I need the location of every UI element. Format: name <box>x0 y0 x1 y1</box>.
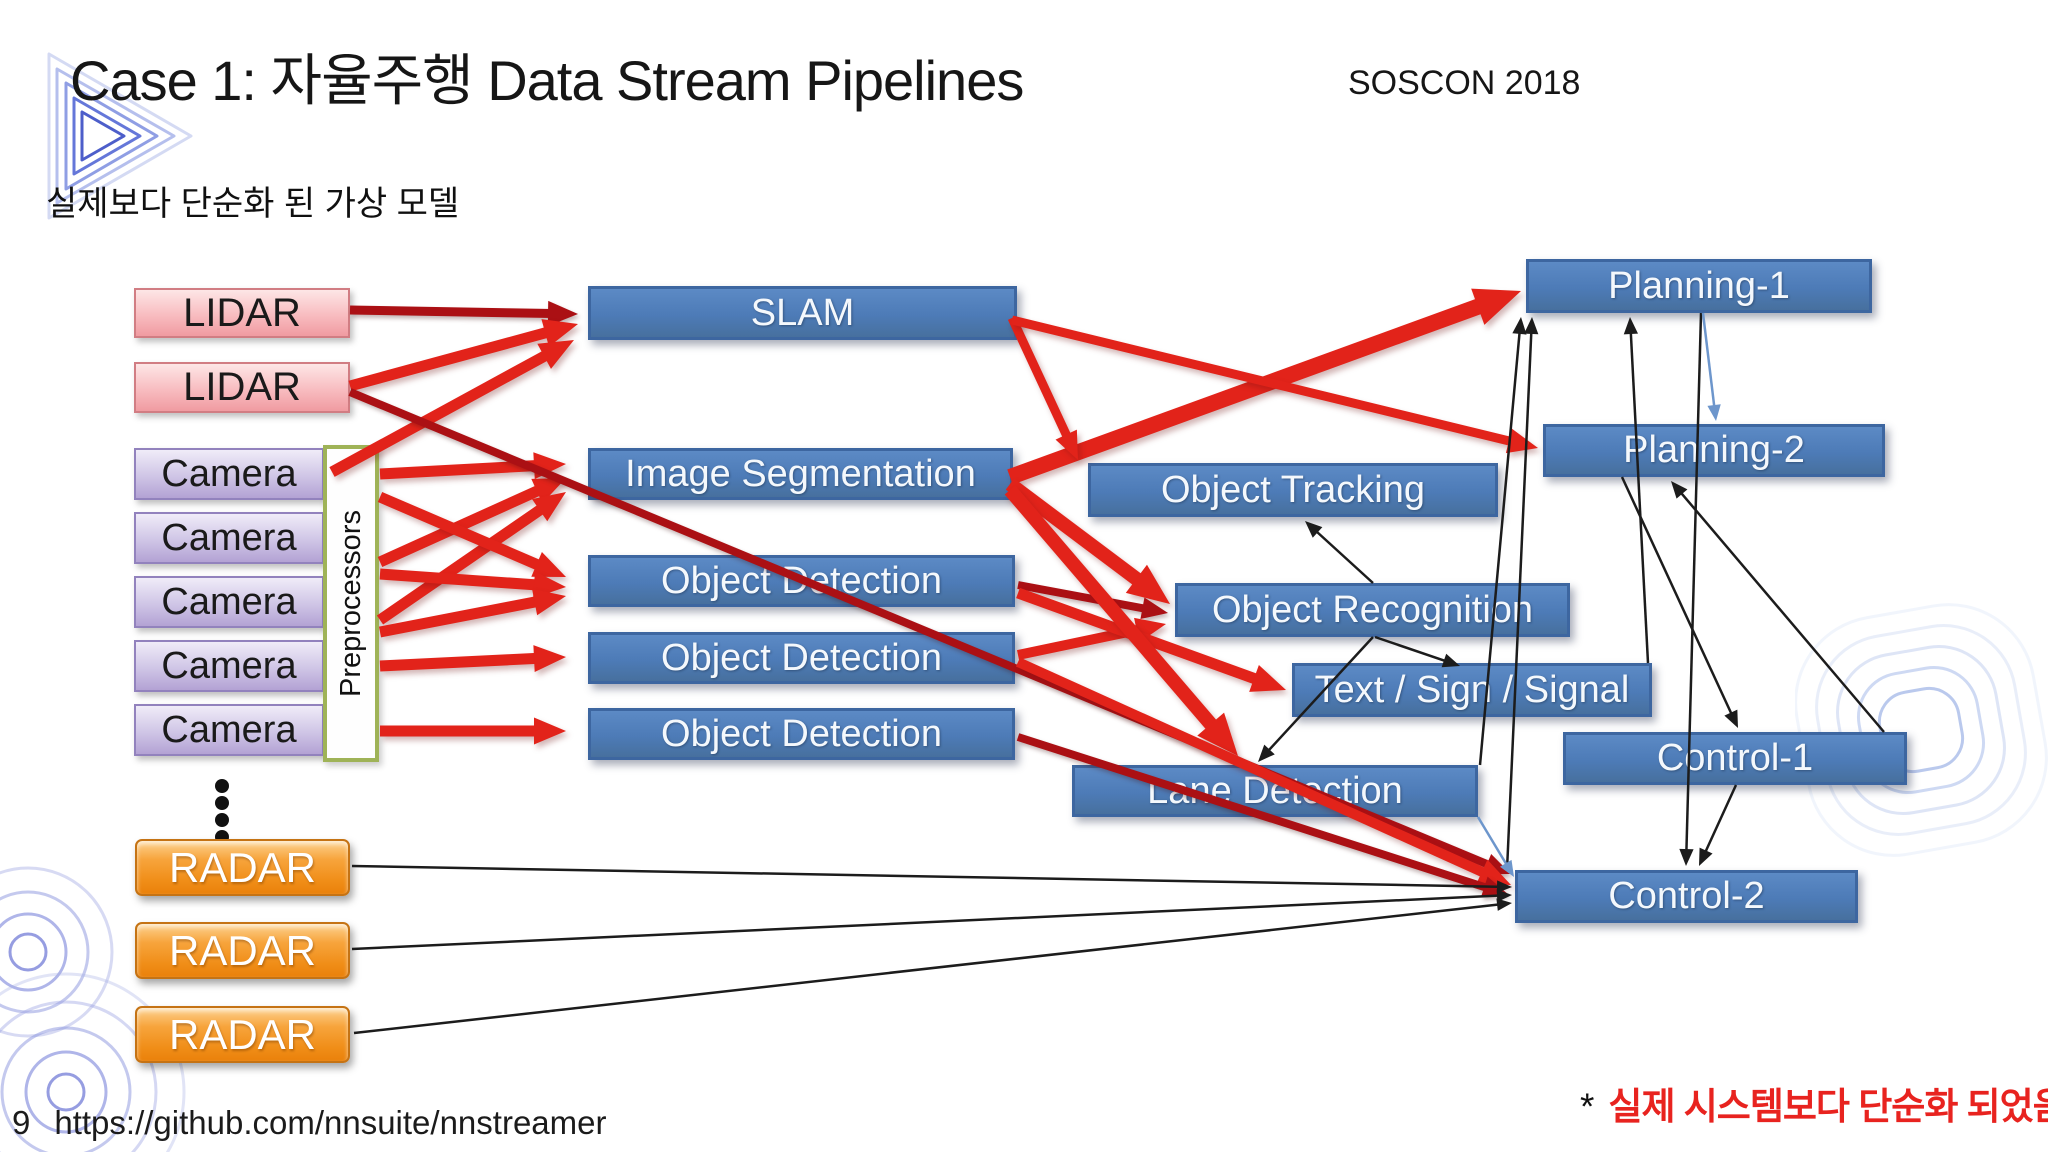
node-label: Object Detection <box>661 559 942 602</box>
node-camera3: Camera <box>134 576 324 628</box>
source-url: https://github.com/nnsuite/nnstreamer <box>54 1104 607 1141</box>
node-textsign: Text / Sign / Signal <box>1292 663 1652 717</box>
slide-title: Case 1: 자율주행 Data Stream Pipelines <box>70 49 1024 112</box>
node-imgseg: Image Segmentation <box>588 448 1013 500</box>
node-radar3: RADAR <box>135 1006 350 1063</box>
node-ctrl2: Control-2 <box>1515 870 1858 923</box>
conference-label: SOSCON 2018 <box>1348 64 1581 102</box>
node-label: Object Detection <box>661 712 942 755</box>
node-label: Lane Detection <box>1147 769 1403 812</box>
node-label: Camera <box>161 516 297 559</box>
node-label: Planning-2 <box>1623 429 1805 471</box>
node-label: Camera <box>161 452 297 495</box>
node-label: RADAR <box>168 926 317 974</box>
ellipsis-dot <box>215 813 229 827</box>
page-number: 9 <box>12 1104 31 1141</box>
node-label: SLAM <box>750 291 855 334</box>
node-objrecog: Object Recognition <box>1175 583 1570 637</box>
node-objtrack: Object Tracking <box>1088 463 1498 517</box>
ellipsis-dot <box>215 796 229 810</box>
footnote-text: 실제 시스템보다 단순화 되었음. <box>1608 1086 2048 1127</box>
footer: 9 https://github.com/nnsuite/nnstreamer <box>12 1104 606 1142</box>
node-label: Camera <box>161 644 297 687</box>
node-plan1: Planning-1 <box>1526 259 1872 313</box>
ellipsis-dot <box>215 779 229 793</box>
node-label: Control-1 <box>1656 737 1814 779</box>
node-label: Control-2 <box>1608 875 1765 917</box>
node-plan2: Planning-2 <box>1543 424 1885 477</box>
node-lanedet: Lane Detection <box>1072 765 1478 817</box>
node-camera5: Camera <box>134 704 324 756</box>
node-camera4: Camera <box>134 640 324 692</box>
node-label: Object Tracking <box>1161 468 1425 511</box>
slide-subtitle: 실제보다 단순화 된 가상 모델 <box>46 185 460 223</box>
node-radar2: RADAR <box>135 922 350 979</box>
node-slam: SLAM <box>588 286 1017 340</box>
footnote: * 실제 시스템보다 단순화 되었음. <box>1580 1076 2048 1130</box>
node-od3: Object Detection <box>588 708 1015 760</box>
node-od1: Object Detection <box>588 555 1015 607</box>
node-ctrl1: Control-1 <box>1563 732 1907 785</box>
node-camera1: Camera <box>134 448 324 500</box>
node-radar1: RADAR <box>135 839 350 896</box>
node-label: Object Detection <box>661 636 942 679</box>
node-camera2: Camera <box>134 512 324 564</box>
node-label: Object Recognition <box>1211 588 1534 631</box>
node-label: LIDAR <box>183 365 301 409</box>
node-label: Image Segmentation <box>625 452 976 495</box>
node-label: LIDAR <box>183 290 301 335</box>
node-label: Camera <box>161 580 297 623</box>
node-od2: Object Detection <box>588 632 1015 684</box>
node-label: RADAR <box>168 843 317 891</box>
node-lidar1: LIDAR <box>134 288 350 338</box>
node-lidar2: LIDAR <box>134 362 350 413</box>
node-label: Text / Sign / Signal <box>1314 668 1630 711</box>
node-label: Camera <box>161 708 297 751</box>
footnote-marker: * <box>1580 1086 1595 1127</box>
node-label: RADAR <box>168 1010 317 1058</box>
node-preproc: Preprocessors <box>323 445 379 762</box>
node-label: Planning-1 <box>1608 264 1790 307</box>
node-label: Preprocessors <box>334 510 367 697</box>
